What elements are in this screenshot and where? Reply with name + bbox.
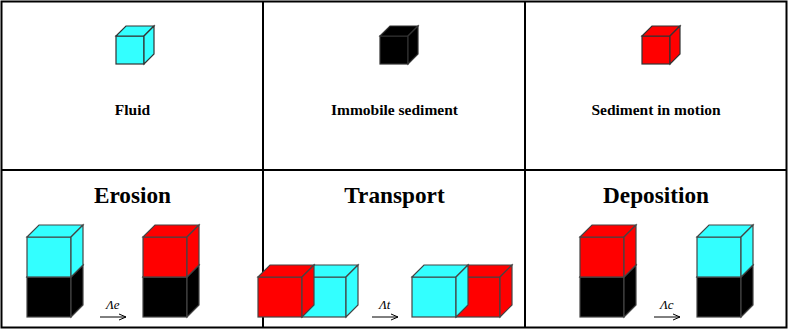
legend-cell: Sediment in motion [526, 2, 786, 170]
legend-label: Sediment in motion [526, 101, 786, 119]
fluid-cube [27, 225, 83, 277]
process-cell: Transport [264, 171, 525, 327]
rate-label: Λe [105, 298, 121, 311]
process-arrow [372, 317, 398, 318]
legend-cell: Fluid [2, 2, 263, 170]
fluid-cube [697, 225, 753, 277]
legend-label: Fluid [2, 101, 263, 119]
fluid-cube [412, 265, 468, 317]
rate-label: Λc [659, 298, 675, 311]
motion-cube [580, 225, 636, 277]
fluid-cube [116, 26, 154, 64]
motion-cube [258, 265, 314, 317]
motion-cube [642, 26, 680, 64]
process-arrow [100, 317, 126, 318]
process-heading: Deposition [526, 182, 786, 209]
process-cell: Erosion [2, 171, 263, 327]
process-heading: Transport [264, 182, 525, 209]
immobile-cube [380, 26, 418, 64]
process-cell: Deposition [526, 171, 786, 327]
legend-cell: Immobile sediment [264, 2, 525, 170]
rate-label: Λt [378, 298, 391, 311]
process-arrow [654, 317, 680, 318]
motion-cube [143, 225, 199, 277]
grid-line [1, 169, 787, 171]
process-heading: Erosion [2, 182, 263, 209]
grid-line [524, 1, 526, 328]
legend-label: Immobile sediment [264, 101, 525, 119]
